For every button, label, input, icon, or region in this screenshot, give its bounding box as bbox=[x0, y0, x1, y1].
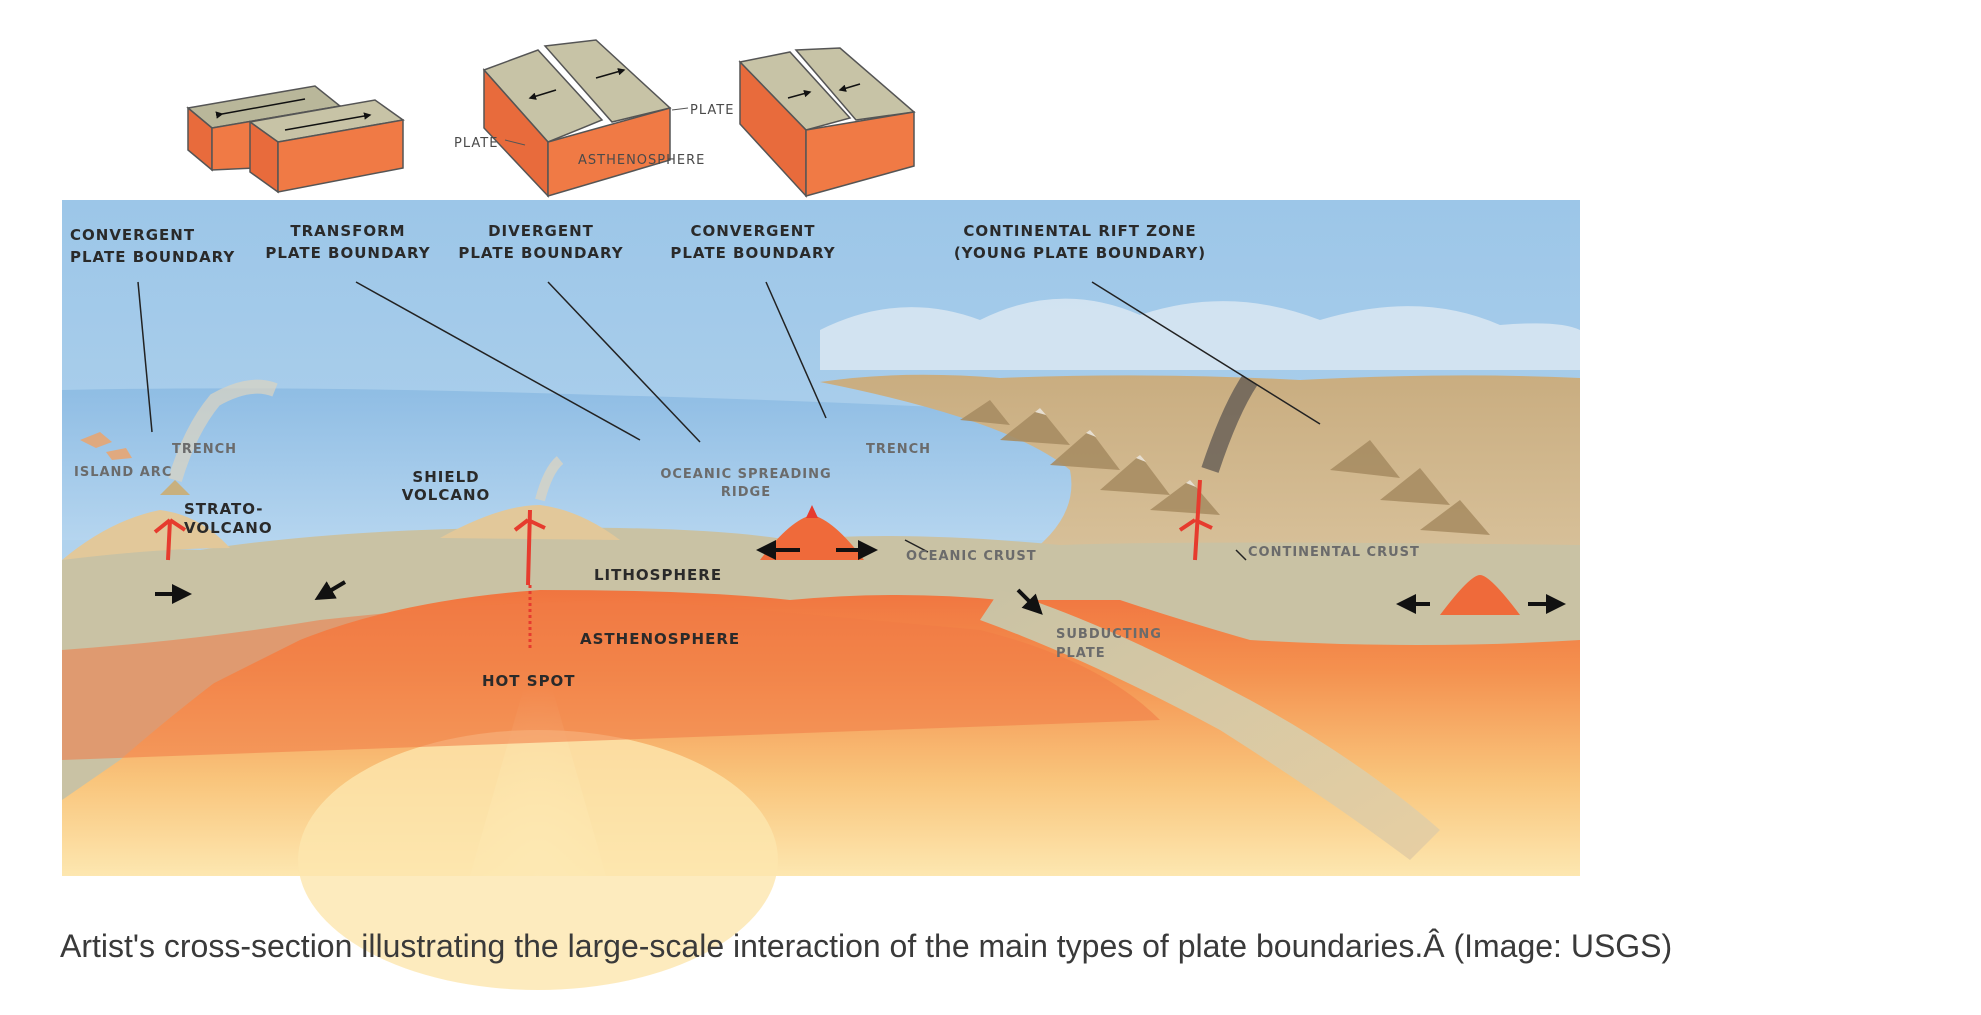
inset-convergent-block bbox=[738, 47, 916, 198]
svg-text:VOLCANO: VOLCANO bbox=[402, 486, 491, 504]
svg-text:PLATE BOUNDARY: PLATE BOUNDARY bbox=[265, 244, 430, 262]
svg-text:SUBDUCTING: SUBDUCTING bbox=[1056, 627, 1162, 642]
svg-text:OCEANIC SPREADING: OCEANIC SPREADING bbox=[660, 467, 831, 482]
svg-text:(YOUNG PLATE BOUNDARY): (YOUNG PLATE BOUNDARY) bbox=[954, 244, 1206, 262]
svg-text:CONVERGENT: CONVERGENT bbox=[70, 226, 195, 244]
cross-section: CONVERGENT PLATE BOUNDARY TRANSFORM PLAT… bbox=[62, 200, 1580, 990]
svg-text:CONVERGENT: CONVERGENT bbox=[690, 222, 815, 240]
svg-text:PLATE: PLATE bbox=[1056, 646, 1106, 661]
strato-volcano-label: STRATO- VOLCANO bbox=[184, 500, 273, 537]
figure-caption: Artist's cross-section illustrating the … bbox=[60, 928, 1673, 964]
continental-crust-label: CONTINENTAL CRUST bbox=[1248, 545, 1420, 560]
island-arc-label: ISLAND ARC bbox=[74, 465, 172, 480]
svg-text:STRATO-: STRATO- bbox=[184, 500, 264, 518]
inset-plate-label-right: PLATE bbox=[690, 103, 734, 118]
shield-volcano-label: SHIELD VOLCANO bbox=[402, 468, 491, 504]
ridge-label: OCEANIC SPREADING RIDGE bbox=[660, 467, 831, 500]
svg-text:PLATE BOUNDARY: PLATE BOUNDARY bbox=[670, 244, 835, 262]
lithosphere-label: LITHOSPHERE bbox=[594, 566, 722, 584]
mountain-range bbox=[960, 400, 1490, 535]
hot-spot-label: HOT SPOT bbox=[482, 672, 576, 690]
callout-rift-zone: CONTINENTAL RIFT ZONE (YOUNG PLATE BOUND… bbox=[954, 222, 1206, 262]
inset-transform-block bbox=[186, 85, 405, 194]
svg-text:VOLCANO: VOLCANO bbox=[184, 519, 273, 537]
callout-leader-lines bbox=[137, 281, 1321, 561]
plate-motion-arrows bbox=[155, 540, 1566, 615]
inset-divergent-block: PLATE PLATE ASTHENOSPHERE bbox=[454, 39, 734, 198]
inset-plate-label-left: PLATE bbox=[454, 136, 498, 151]
callout-transform: TRANSFORM PLATE BOUNDARY bbox=[265, 222, 430, 262]
svg-text:DIVERGENT: DIVERGENT bbox=[488, 222, 594, 240]
callout-divergent: DIVERGENT PLATE BOUNDARY bbox=[458, 222, 623, 262]
callout-convergent-2: CONVERGENT PLATE BOUNDARY bbox=[670, 222, 835, 262]
svg-text:RIDGE: RIDGE bbox=[721, 485, 771, 500]
trench-left-label: TRENCH bbox=[172, 442, 237, 457]
asthenosphere-label: ASTHENOSPHERE bbox=[580, 630, 740, 648]
inset-asthenosphere-label: ASTHENOSPHERE bbox=[578, 153, 705, 168]
svg-text:TRANSFORM: TRANSFORM bbox=[290, 222, 405, 240]
svg-text:SHIELD: SHIELD bbox=[412, 468, 479, 486]
svg-text:PLATE BOUNDARY: PLATE BOUNDARY bbox=[458, 244, 623, 262]
callout-convergent-1: CONVERGENT PLATE BOUNDARY bbox=[70, 226, 235, 266]
svg-text:CONTINENTAL RIFT ZONE: CONTINENTAL RIFT ZONE bbox=[963, 222, 1196, 240]
oceanic-crust-label: OCEANIC CRUST bbox=[906, 549, 1037, 564]
trench-right-label: TRENCH bbox=[866, 442, 931, 457]
subducting-plate-label: SUBDUCTING PLATE bbox=[1056, 627, 1162, 661]
svg-text:PLATE BOUNDARY: PLATE BOUNDARY bbox=[70, 248, 235, 266]
